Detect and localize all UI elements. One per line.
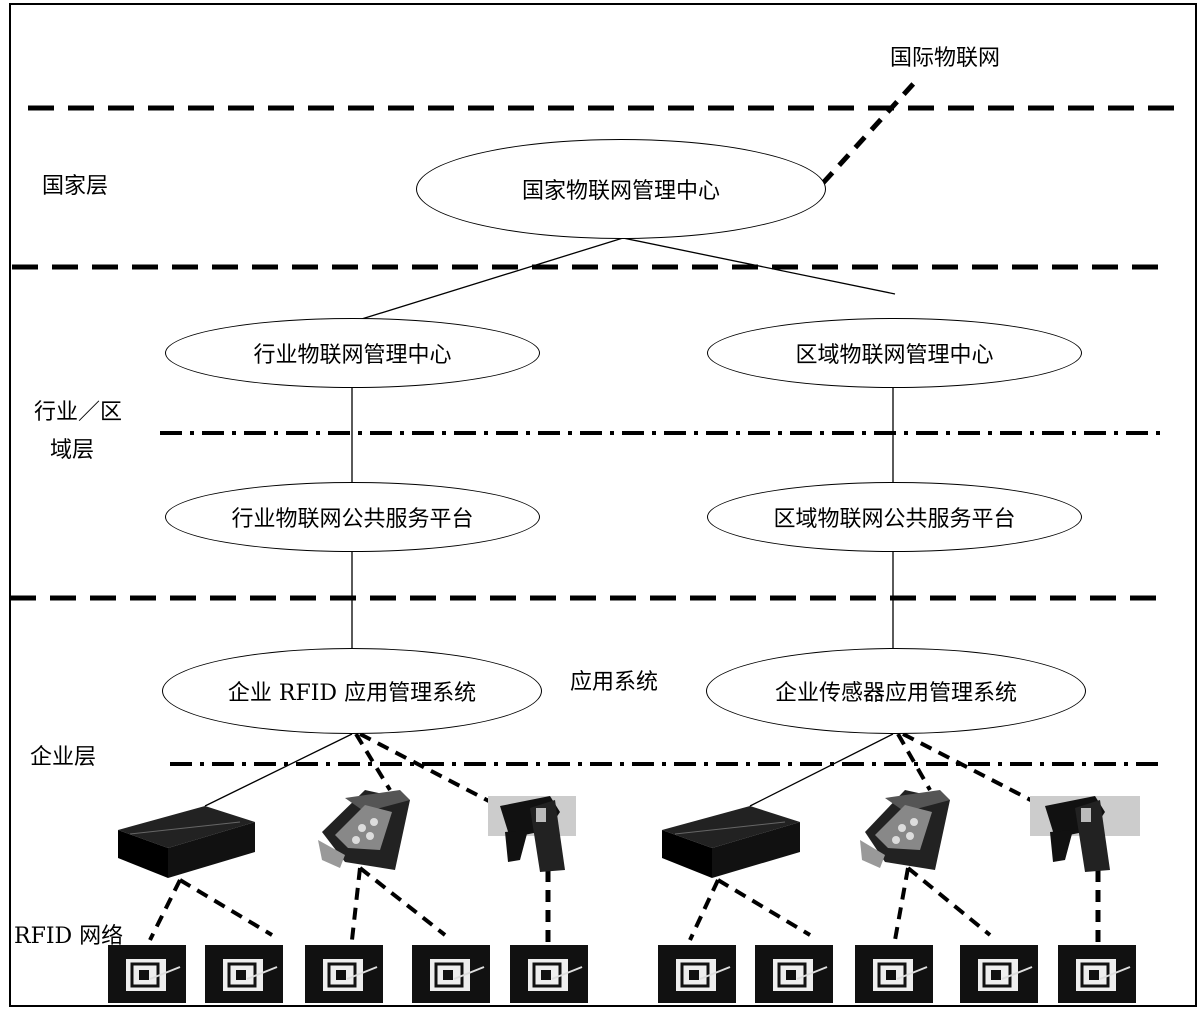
rfid-tag-icon — [855, 945, 933, 1003]
region-platform-node: 区域物联网公共服务平台 — [707, 482, 1082, 552]
link-reader-tag — [178, 878, 274, 937]
sensor-reader-icon — [662, 806, 800, 878]
region-platform-label: 区域物联网公共服务平台 — [773, 507, 1016, 532]
enterprise-rfid-node: 企业 RFID 应用管理系统 — [162, 648, 542, 734]
national-layer-label: 国家层 — [42, 174, 109, 199]
industry-region-layer-label-1: 行业／区 — [34, 400, 123, 425]
rfid-tag-icon — [960, 945, 1038, 1003]
link-national-industry — [351, 237, 624, 323]
link-rfid-scanner — [359, 732, 511, 814]
industry-center-node: 行业物联网管理中心 — [165, 318, 540, 388]
industry-platform-node: 行业物联网公共服务平台 — [165, 482, 540, 552]
link-handheld-tag — [350, 867, 362, 941]
link-sensor-reader — [749, 733, 894, 807]
enterprise-sensor-node: 企业传感器应用管理系统 — [706, 648, 1086, 734]
rfid-reader-icon — [118, 806, 255, 878]
diagram-frame — [9, 3, 1197, 1007]
handheld-terminal-icon — [860, 790, 950, 870]
link-reader-tag — [716, 878, 812, 937]
link-sensor-scanner — [902, 732, 1051, 812]
region-center-label: 区域物联网管理中心 — [795, 343, 994, 368]
enterprise-rfid-label: 企业 RFID 应用管理系统 — [227, 681, 477, 706]
link-handheld-tag — [893, 867, 910, 941]
link-handheld-tag — [906, 866, 992, 937]
international-iot-label: 国际物联网 — [890, 46, 1001, 71]
rfid-network-label: RFID 网络 — [14, 924, 124, 949]
national-center-node: 国家物联网管理中心 — [416, 139, 826, 239]
rfid-tag-icon — [205, 945, 283, 1003]
scanner-gun-icon — [488, 796, 576, 872]
link-sensor-handheld — [896, 733, 932, 791]
rfid-tag-icon — [1058, 945, 1136, 1003]
industry-platform-label: 行业物联网公共服务平台 — [231, 507, 474, 532]
national-center-label: 国家物联网管理中心 — [521, 179, 720, 204]
link-handheld-tag — [358, 866, 447, 937]
rfid-tag-icon — [658, 945, 736, 1003]
link-national-region — [622, 237, 896, 295]
enterprise-layer-label: 企业层 — [30, 745, 97, 770]
rfid-tag-icon — [305, 945, 383, 1003]
rfid-tags-row — [108, 945, 1136, 1003]
application-system-label: 应用系统 — [570, 670, 659, 695]
scanner-gun-icon — [1030, 796, 1140, 872]
international-link — [821, 80, 917, 185]
enterprise-sensor-label: 企业传感器应用管理系统 — [774, 681, 1017, 706]
region-center-node: 区域物联网管理中心 — [707, 318, 1082, 388]
rfid-tag-icon — [108, 945, 186, 1003]
link-reader-tag — [148, 879, 182, 941]
link-rfid-handheld — [354, 732, 392, 792]
handheld-terminal-icon — [318, 790, 410, 870]
rfid-tag-icon — [412, 945, 490, 1003]
rfid-tag-icon — [510, 945, 588, 1003]
industry-region-layer-label-2: 域层 — [50, 438, 95, 463]
industry-center-label: 行业物联网管理中心 — [253, 343, 452, 368]
rfid-tag-icon — [755, 945, 833, 1003]
link-rfid-reader — [204, 733, 353, 807]
link-reader-tag — [688, 879, 720, 941]
